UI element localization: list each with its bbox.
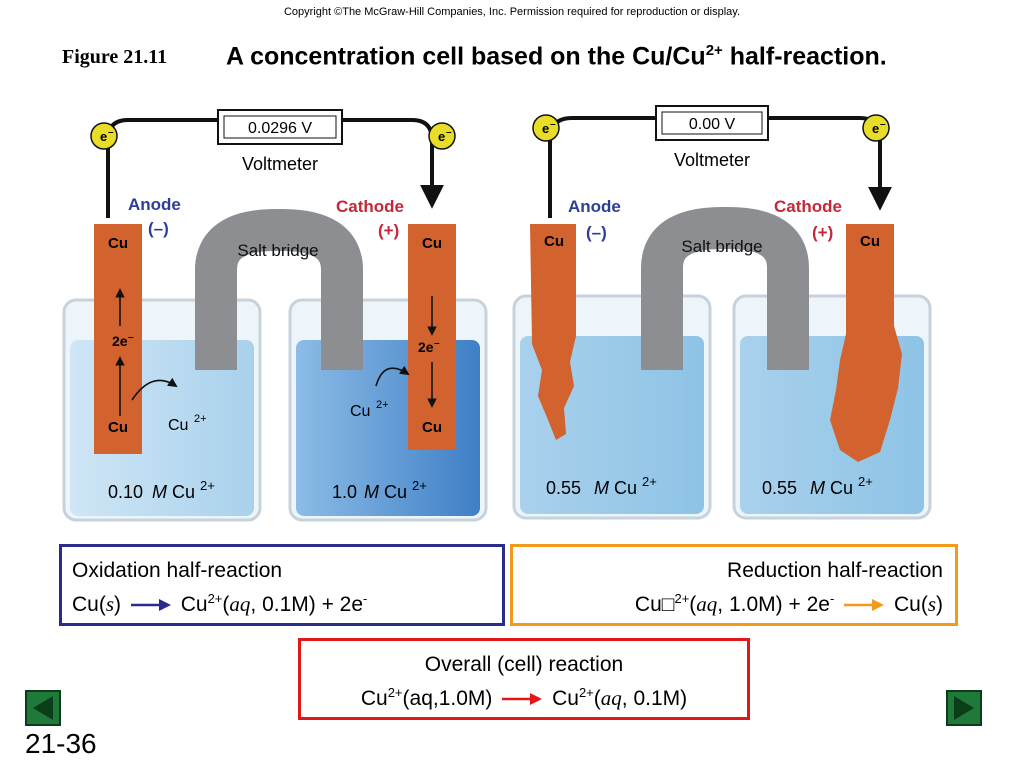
svg-text:Cu: Cu: [108, 419, 128, 436]
figure-label: Figure 21.11: [62, 46, 168, 68]
anode-label: Anode: [568, 197, 621, 216]
cathode-sign: (+): [812, 223, 833, 242]
svg-text:0.55: 0.55: [546, 478, 581, 498]
cathode-electrode: [408, 224, 456, 450]
right-beaker-concentration: 0.55 M Cu 2+: [762, 474, 873, 498]
copyright-notice: Copyright ©The McGraw-Hill Companies, In…: [283, 6, 741, 18]
svg-text:1.0: 1.0: [332, 482, 357, 502]
svg-text:–: –: [434, 338, 440, 349]
svg-text:–: –: [550, 119, 556, 130]
voltmeter-label: Voltmeter: [674, 150, 750, 170]
voltmeter-label: Voltmeter: [242, 154, 318, 174]
svg-text:Cu: Cu: [860, 233, 880, 250]
voltmeter-reading: 0.00 V: [689, 116, 736, 133]
svg-text:–: –: [108, 127, 114, 138]
svg-text:Cu: Cu: [422, 419, 442, 436]
left-beaker-concentration: 0.10 M Cu 2+: [108, 478, 215, 502]
svg-text:2e: 2e: [418, 339, 434, 355]
svg-text:Cu: Cu: [830, 478, 853, 498]
salt-bridge: [641, 207, 809, 370]
salt-bridge-label: Salt bridge: [237, 241, 318, 260]
svg-text:Cu: Cu: [384, 482, 407, 502]
svg-text:0.55: 0.55: [762, 478, 797, 498]
svg-text:Cu: Cu: [172, 482, 195, 502]
electron-badge-icon: e –: [862, 114, 890, 142]
svg-text:–: –: [880, 119, 886, 130]
reaction-arrow-icon: [844, 599, 885, 612]
svg-text:e: e: [872, 121, 879, 136]
triangle-right-icon: [954, 696, 974, 720]
svg-text:Cu: Cu: [544, 233, 564, 250]
left-cell-wire-right: [340, 118, 444, 209]
overall-title: Overall (cell) reaction: [424, 653, 624, 676]
figure-title: A concentration cell based on the Cu/Cu2…: [226, 42, 887, 71]
left-beaker-concentration: 0.55 M Cu 2+: [546, 474, 657, 498]
svg-text:M: M: [810, 478, 825, 498]
right-cell: e – e – 0.00 V Voltmeter Anode (–) Catho…: [512, 105, 932, 520]
electron-badge-icon: e –: [428, 122, 456, 150]
reaction-arrow-icon: [502, 693, 543, 706]
svg-text:Cu: Cu: [614, 478, 637, 498]
overall-cell-reaction-box: Overall (cell) reaction Cu2+(aq,1.0M) Cu…: [298, 638, 750, 720]
slide-number: 21-36: [25, 728, 97, 759]
voltmeter-reading: 0.0296 V: [248, 120, 312, 137]
next-slide-button[interactable]: [946, 690, 982, 726]
left-cell: e – e – 0.0296 V Voltmeter Anode (–) Cat…: [62, 109, 488, 522]
oxidation-equation: Cu(s) Cu2+(aq, 0.1M) + 2e-: [72, 591, 368, 616]
svg-text:2+: 2+: [412, 478, 427, 493]
cathode-label: Cathode: [336, 197, 404, 216]
anode-sign: (–): [586, 223, 607, 242]
svg-text:Cu: Cu: [108, 235, 128, 252]
electron-badge-icon: e –: [90, 122, 118, 150]
concentration-cell-illustration: e – e – 0.0296 V Voltmeter Anode (–) Cat…: [62, 105, 932, 522]
svg-text:Cu: Cu: [422, 235, 442, 252]
anode-electrode: [94, 224, 142, 454]
anode-label: Anode: [128, 195, 181, 214]
salt-bridge: [195, 209, 363, 370]
svg-text:2e: 2e: [112, 333, 128, 349]
triangle-left-icon: [33, 696, 53, 720]
overall-equation: Cu2+(aq,1.0M) Cu2+(aq, 0.1M): [360, 685, 688, 710]
svg-text:e: e: [542, 121, 549, 136]
cathode-label: Cathode: [774, 197, 842, 216]
electron-badge-icon: e –: [532, 114, 560, 142]
oxidation-title: Oxidation half-reaction: [72, 559, 283, 582]
oxidation-half-reaction-box: Oxidation half-reaction Cu(s) Cu2+(aq, 0…: [59, 544, 505, 626]
cathode-electrode: [830, 224, 902, 462]
svg-text:2+: 2+: [376, 399, 389, 411]
reaction-arrow-icon: [130, 599, 171, 612]
cathode-sign: (+): [378, 221, 399, 240]
right-beaker-concentration: 1.0 M Cu 2+: [332, 478, 427, 502]
reduction-title: Reduction half-reaction: [727, 559, 943, 582]
svg-text:2+: 2+: [858, 474, 873, 489]
svg-text:0.10: 0.10: [108, 482, 143, 502]
reduction-half-reaction-box: Reduction half-reaction Cu□2+(aq, 1.0M) …: [510, 544, 958, 626]
svg-text:Cu: Cu: [350, 403, 370, 420]
svg-text:2+: 2+: [200, 478, 215, 493]
svg-text:M: M: [594, 478, 609, 498]
svg-text:e: e: [100, 129, 107, 144]
anode-sign: (–): [148, 219, 169, 238]
svg-text:–: –: [446, 127, 452, 138]
svg-text:Cu: Cu: [168, 417, 188, 434]
svg-text:M: M: [152, 482, 167, 502]
reduction-equation: Cu□2+(aq, 1.0M) + 2e- Cu(s): [634, 591, 943, 616]
svg-text:e: e: [438, 129, 445, 144]
svg-text:2+: 2+: [194, 413, 207, 425]
anode-electrode: [530, 224, 576, 440]
svg-text:–: –: [128, 332, 134, 343]
salt-bridge-label: Salt bridge: [681, 237, 762, 256]
svg-text:2+: 2+: [642, 474, 657, 489]
previous-slide-button[interactable]: [25, 690, 61, 726]
svg-text:M: M: [364, 482, 379, 502]
